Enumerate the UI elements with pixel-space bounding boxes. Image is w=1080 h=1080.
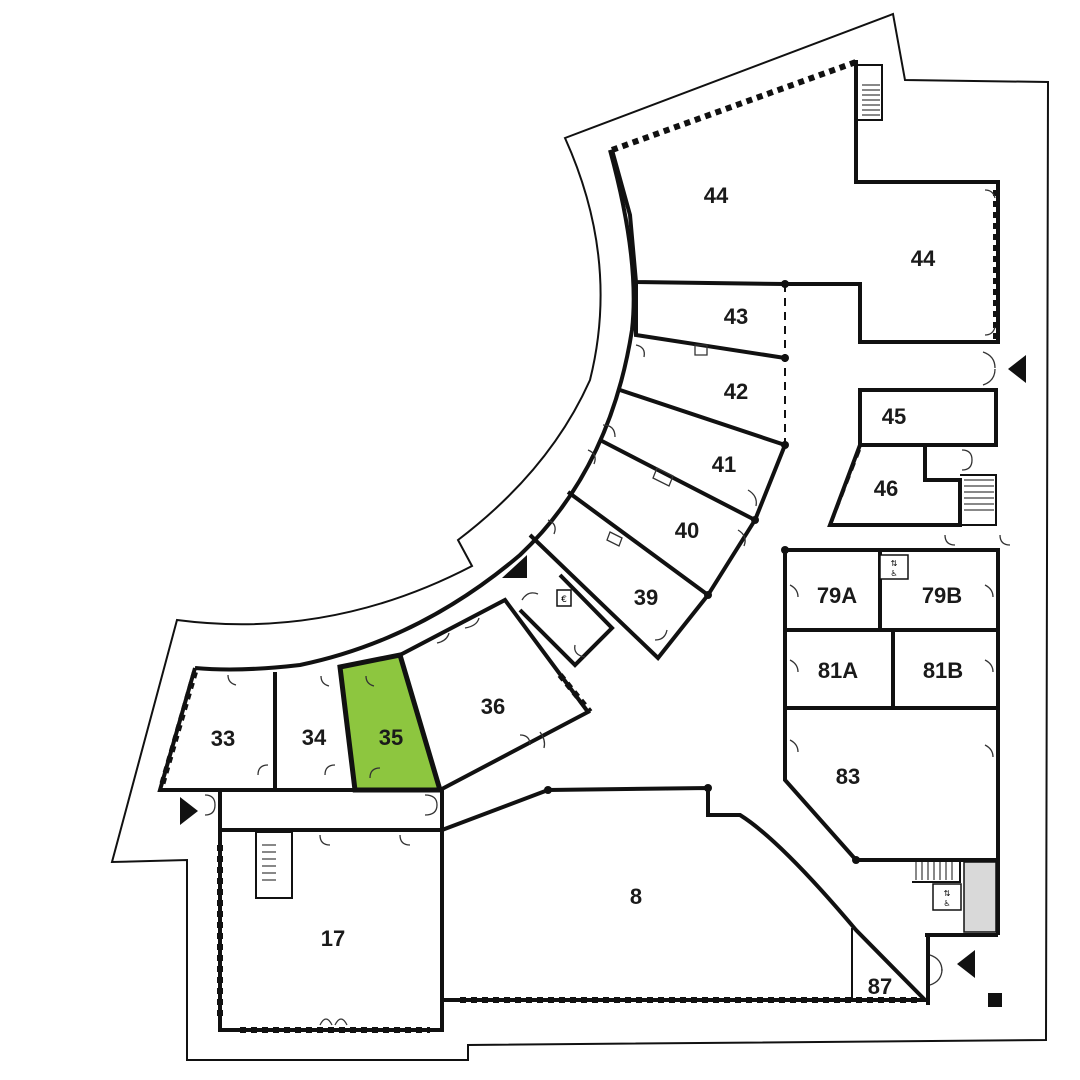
room-17-walls	[218, 790, 444, 1032]
room-label-41[interactable]: 41	[712, 452, 736, 477]
room-33-window	[159, 671, 198, 786]
room-45-walls	[858, 388, 998, 447]
room-79-81-walls	[783, 548, 1000, 935]
svg-text:⇅: ⇅	[944, 889, 951, 898]
room-label-36[interactable]: 36	[481, 694, 505, 719]
svg-text:♿: ♿	[890, 569, 897, 578]
courtyard-wall	[194, 149, 636, 672]
room-label-42[interactable]: 42	[724, 379, 748, 404]
room-label-44[interactable]: 44	[911, 246, 936, 271]
room-label-35[interactable]: 35	[379, 725, 403, 750]
entrance-arrow-icon[interactable]	[1008, 355, 1026, 383]
door-swings	[204, 189, 1011, 1026]
room-36-window	[557, 673, 593, 714]
room-label-79b[interactable]: 79B	[922, 583, 962, 608]
entrance-arrow-icon[interactable]	[502, 555, 527, 578]
room-35-highlight[interactable]	[337, 652, 444, 793]
room-atm-walls	[518, 573, 615, 668]
room-label-87[interactable]: 87	[868, 974, 892, 999]
room-label-81a[interactable]: 81A	[818, 658, 858, 683]
svg-text:⇅: ⇅	[891, 559, 898, 568]
room-label-39[interactable]: 39	[634, 585, 658, 610]
wall-junction-dots	[544, 280, 860, 864]
room-label-8[interactable]: 8	[630, 884, 642, 909]
stairs-17	[255, 831, 293, 899]
stairs-icon	[915, 862, 953, 880]
stairs-icon	[862, 84, 880, 116]
room-label-45[interactable]: 45	[882, 404, 906, 429]
room-label-34[interactable]: 34	[302, 725, 327, 750]
room-42-walls	[619, 388, 786, 447]
building-outline	[110, 12, 1050, 1061]
room-label-46[interactable]: 46	[874, 476, 898, 501]
svg-text:€: €	[561, 595, 567, 605]
lift-shaft	[963, 861, 997, 933]
lift-icon: ⇅ ♿	[932, 883, 962, 911]
room-46-walls	[827, 444, 962, 527]
room-36-walls	[399, 597, 591, 792]
room-label-33[interactable]: 33	[211, 726, 235, 751]
stairs-bottom	[912, 859, 961, 883]
room-label-43[interactable]: 43	[724, 304, 748, 329]
entrance-arrow-icon[interactable]	[180, 797, 198, 825]
room-label-81b[interactable]: 81B	[923, 658, 963, 683]
atm-icon: €	[556, 589, 572, 607]
room-44-walls	[610, 60, 1000, 344]
stairs-46	[960, 474, 997, 526]
square-marker-icon	[988, 993, 1002, 1007]
lift-icon: ⇅ ♿	[879, 554, 909, 580]
room-label-40[interactable]: 40	[675, 518, 699, 543]
stairs-icon	[262, 844, 276, 881]
stairs-icon	[964, 479, 994, 511]
room-39-walls	[528, 533, 710, 661]
entrance-arrow-icon[interactable]	[957, 950, 975, 978]
room-label-79a[interactable]: 79A	[817, 583, 857, 608]
svg-text:♿: ♿	[943, 899, 950, 908]
room-87-east-walls	[925, 933, 998, 1005]
stairs-top	[858, 64, 883, 121]
room-label-17[interactable]: 17	[321, 926, 345, 951]
room-43-walls	[634, 282, 786, 360]
room-41-walls	[599, 438, 787, 523]
room-label-44[interactable]: 44	[704, 183, 729, 208]
room-label-83[interactable]: 83	[836, 764, 860, 789]
room-8-walls	[441, 785, 930, 1002]
